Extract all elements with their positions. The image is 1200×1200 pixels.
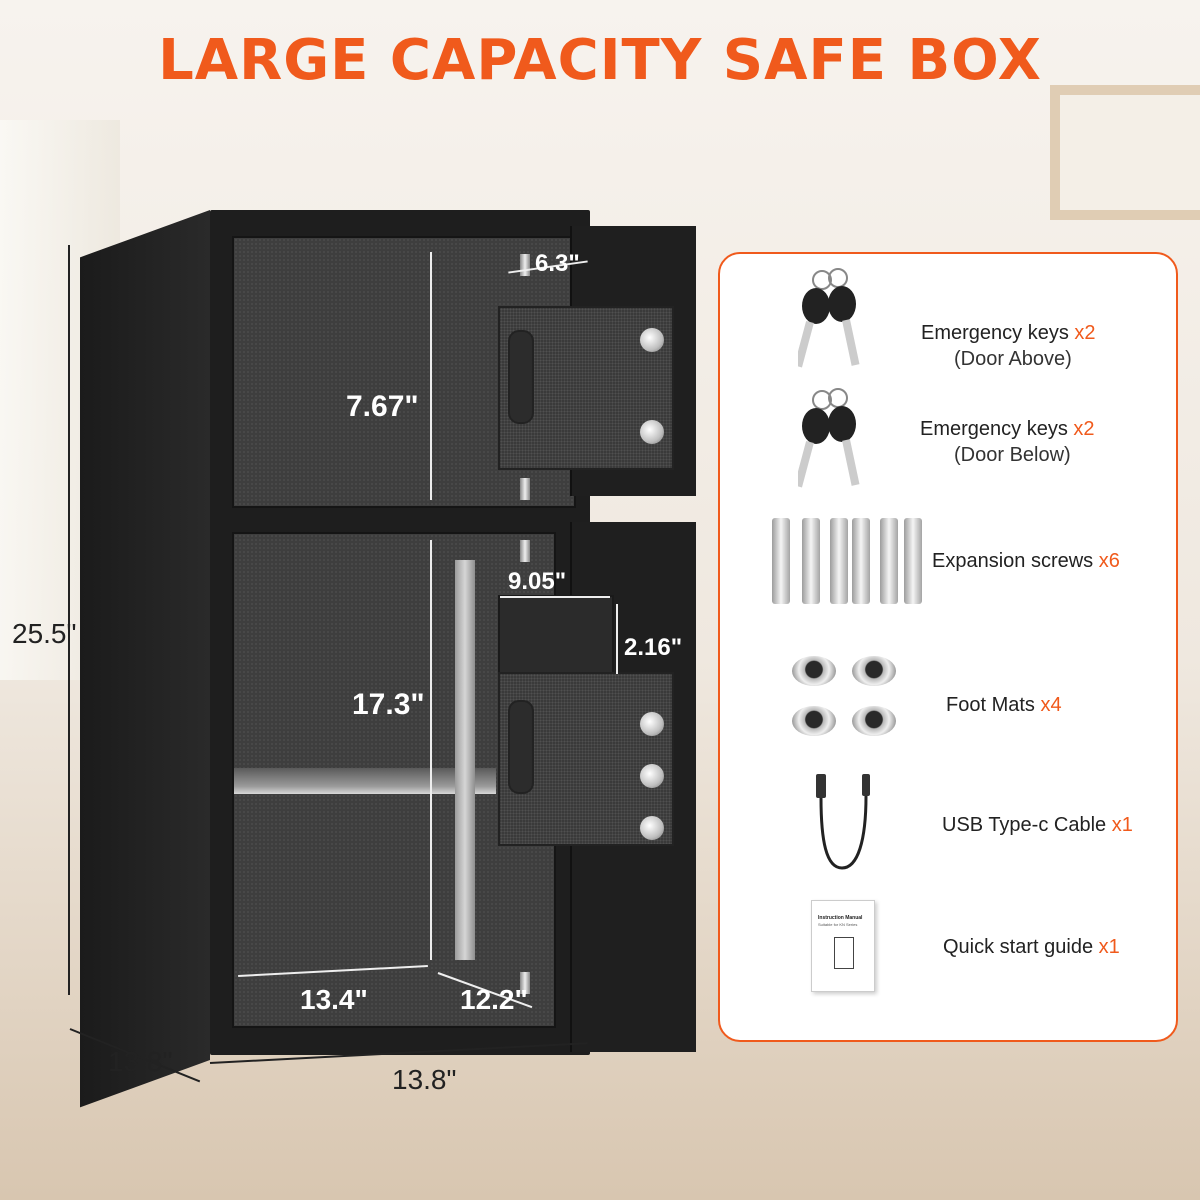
height-dimension-line	[68, 245, 70, 995]
outer-width-label: 13.8"	[392, 1064, 457, 1095]
shelf	[234, 768, 496, 794]
outer-depth-label: 13.8"	[108, 1046, 173, 1077]
accessory-manual-label: Quick start guide x1	[943, 936, 1120, 958]
hood-width-label: 9.05"	[508, 568, 567, 595]
interior-depth-label: 12.2"	[460, 984, 528, 1015]
interior-width-label: 13.4"	[300, 984, 368, 1015]
accessory-keys-above-label: Emergency keys x2	[921, 322, 1096, 344]
lock-hood	[498, 595, 614, 677]
accessory-screws-label: Expansion screws x6	[932, 550, 1120, 572]
safe-side-panel	[80, 210, 210, 1108]
lock-knob-icon	[640, 328, 664, 352]
manual-icon: Instruction Manual Suitable for KN Serie…	[811, 900, 875, 992]
keys-icon	[794, 388, 868, 502]
dimension-line	[500, 596, 610, 598]
shelf-rail	[455, 560, 475, 960]
top-interior-height-label: 7.67"	[346, 390, 419, 423]
accessory-foot-mats-label: Foot Mats x4	[946, 694, 1062, 716]
hinge-icon	[520, 540, 530, 562]
page-title: LARGE CAPACITY SAFE BOX	[158, 28, 1042, 93]
accessory-keys-below-label: Emergency keys x2	[920, 418, 1095, 440]
accessory-keys-below-sub: (Door Below)	[954, 444, 1071, 466]
lock-knob-icon	[640, 816, 664, 840]
lock-knob-icon	[640, 764, 664, 788]
manual-title: Instruction Manual	[818, 915, 863, 921]
hinge-icon	[520, 254, 530, 276]
bottom-interior-height-label: 17.3"	[352, 688, 425, 721]
top-lockbox-depth-label: 6.3"	[535, 250, 580, 277]
hinge-icon	[520, 972, 530, 994]
lock-knob-icon	[640, 420, 664, 444]
accessory-keys-above-sub: (Door Above)	[954, 348, 1072, 370]
hinge-icon	[520, 478, 530, 500]
hood-height-label: 2.16"	[624, 634, 683, 661]
usb-cable-icon	[812, 770, 882, 884]
lock-slot	[508, 700, 534, 794]
dimension-line	[616, 604, 618, 674]
lock-slot	[508, 330, 534, 424]
dimension-line	[430, 252, 432, 500]
wall-picture-frame	[1050, 85, 1200, 220]
keys-icon	[794, 268, 868, 382]
manual-subtitle: Suitable for KN Series	[818, 922, 858, 927]
lock-knob-icon	[640, 712, 664, 736]
accessory-usb-cable-label: USB Type-c Cable x1	[942, 814, 1133, 836]
total-height-label: 25.5"	[12, 618, 77, 649]
dimension-line	[430, 540, 432, 960]
accessories-panel	[718, 252, 1178, 1042]
